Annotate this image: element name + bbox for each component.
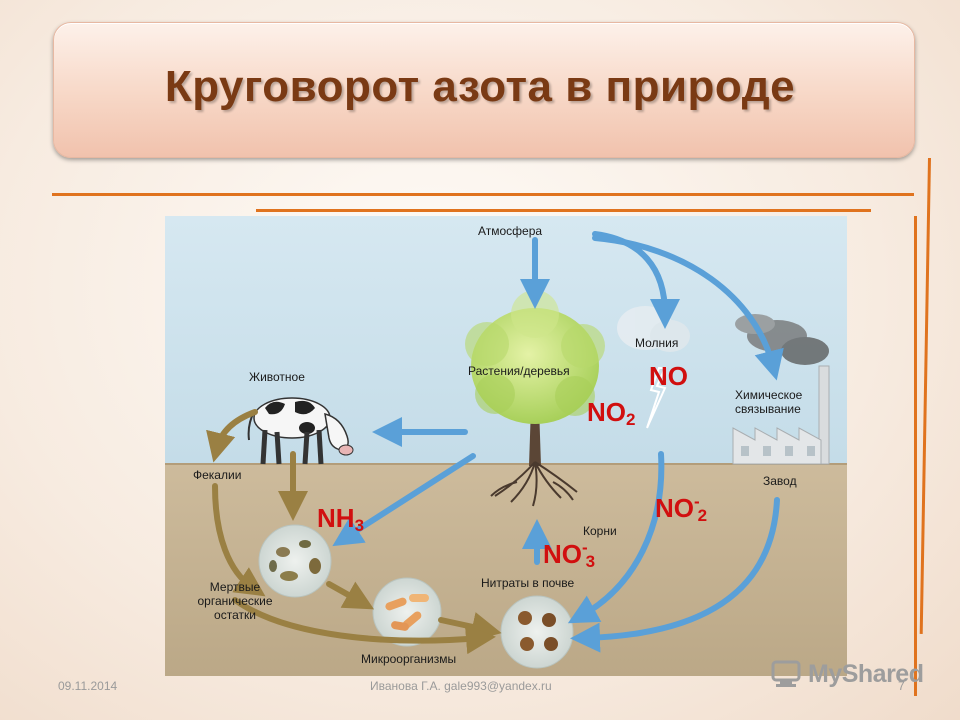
label-lightning: Молния [635,336,679,350]
nitrogen-cycle-diagram: Атмосфера Молния Растения/деревья Животн… [165,216,847,676]
footer-author: Иванова Г.А. gale993@yandex.ru [370,679,552,693]
arrow-remains-to-nitrates [232,597,496,655]
factory-icon [732,365,830,465]
footer-date: 09.11.2014 [58,679,118,693]
label-nitrates: Нитраты в почве [481,576,575,590]
label-chem-line2: связывание [735,402,801,416]
arrow-dead-matter-to-microorganisms [326,581,375,610]
formula-no: NO [649,361,688,391]
title-box [53,22,915,158]
accent-line-top [52,193,914,196]
accent-line-middle [256,209,871,212]
label-animal: Животное [249,370,305,384]
formula-nh3: NH3 [317,503,365,535]
arrow-animal-to-feces [206,409,258,463]
cow-icon [247,397,354,465]
accent-line-right-outer [919,158,931,634]
watermark-text: MyShared [808,660,924,688]
label-dead-line2: органические [197,594,273,608]
microorganisms-circle [372,577,442,647]
arrow-atmosphere-to-chemical-binding [592,235,784,381]
slide-title: Круговорот азота в природе [164,62,796,111]
label-atmosphere: Атмосфера [478,224,543,238]
dead-matter-circle [258,524,332,598]
watermark-logo-icon [771,660,801,687]
arrow-lightning-to-nitrates [567,451,665,624]
accent-line-right-inner [914,216,917,696]
label-factory: Завод [763,474,797,488]
label-dead-line3: остатки [214,608,256,622]
footer-page-number: 7 [898,679,905,693]
formula-no2: NO2 [587,397,636,429]
formula-no2-ion: NO-2 [655,492,708,525]
diagram-canvas [165,216,847,676]
arrow-factory-to-nitrates [570,497,780,653]
nitrates-circle [500,595,574,669]
arrow-feces-to-dead-matter [212,483,266,597]
tree-icon [465,290,605,507]
label-chem-line1: Химическое [735,388,803,402]
label-plants: Растения/деревья [468,364,570,378]
label-roots: Корни [583,524,617,538]
formula-no3-ion: NO-3 [543,538,596,571]
label-dead-line1: Мертвые [209,580,261,594]
label-microorganisms: Микроорганизмы [361,652,457,666]
smoke-cloud [617,306,829,365]
lightning-icon [646,367,667,429]
label-feces: Фекалии [193,468,242,482]
arrow-plants-to-dead-matter [332,453,476,547]
